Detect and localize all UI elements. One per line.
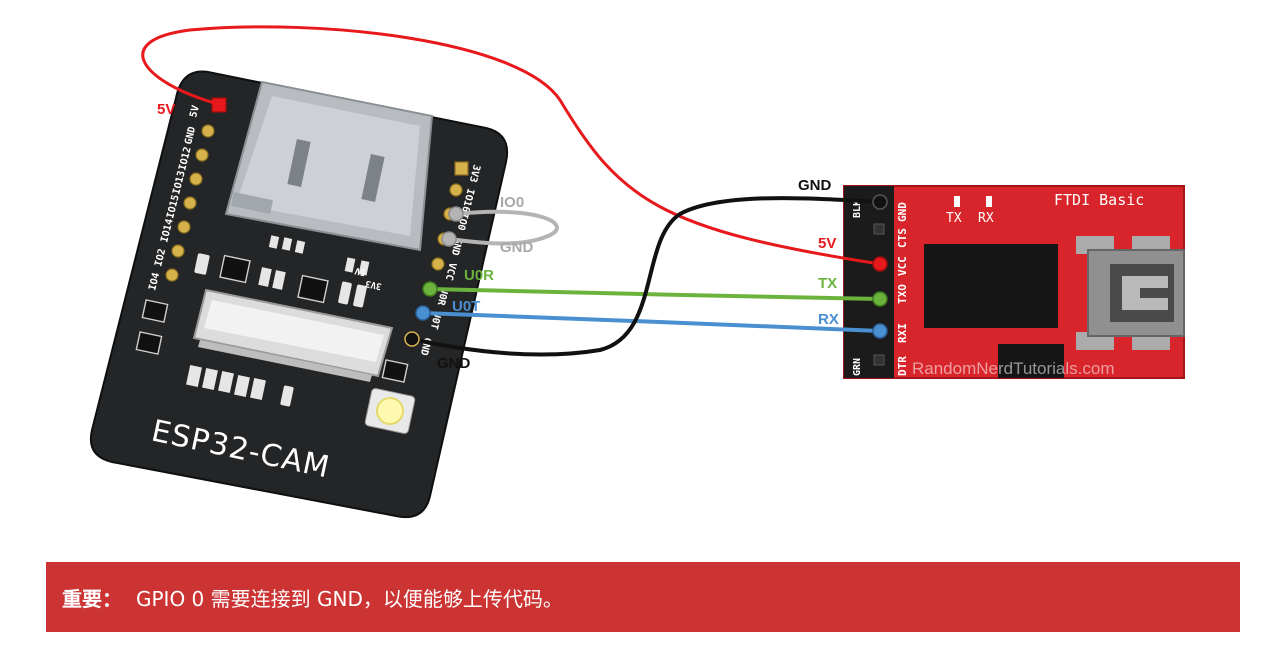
ftdi-watermark: RandomNerdTutorials.com — [912, 359, 1115, 378]
label-gnd-gray: GND — [500, 239, 534, 256]
dot-ftdi-gnd — [872, 194, 888, 210]
ftdi-regulator — [998, 344, 1064, 378]
ftdi-side-labels: BLK GRN — [852, 200, 863, 376]
esp32-cam-board: 5V GND IO12 IO13 IO15 IO14 IO2 IO4 3V3 I… — [90, 70, 508, 518]
flash-led — [364, 388, 416, 434]
right-pin-label: 3V3 — [467, 163, 482, 183]
right-pin-label: U0R — [434, 286, 449, 307]
ftdi-pin-label: DTR — [896, 356, 909, 376]
wires — [141, 25, 882, 357]
ftdi-pin-label: GND — [896, 202, 909, 222]
reg-label-5v: 5V — [353, 265, 366, 277]
usb-connector — [1076, 236, 1185, 350]
label-tx: TX — [818, 275, 837, 292]
right-pin-label: VCC — [443, 261, 458, 281]
dot-ftdi-txo — [872, 291, 888, 307]
ftdi-header-pins — [873, 223, 885, 366]
ftdi-pin-label: VCC — [896, 256, 909, 276]
bottom-pads — [186, 364, 294, 407]
ftdi-board: BLK GRN GND CTS VCC TXO RXI DTR FTDI Bas… — [843, 185, 1185, 379]
ftdi-side-label-grn: GRN — [852, 358, 863, 376]
left-pin-label: 5V — [188, 104, 202, 118]
sd-card-slot — [224, 80, 434, 252]
label-u0r: U0R — [464, 267, 494, 284]
ftdi-side-label-blk: BLK — [852, 200, 863, 218]
ftdi-pin-label: CTS — [896, 228, 909, 248]
camera-connector — [192, 288, 394, 382]
left-pin-label: IO4 — [147, 272, 162, 292]
reg-label-3v3: 3V3 — [365, 278, 383, 291]
dot-esp-gnd-top — [441, 231, 457, 247]
wire-5v — [141, 25, 882, 266]
label-gnd-ftdi: GND — [798, 177, 832, 194]
ftdi-chip — [924, 244, 1058, 328]
dot-esp-u0t — [415, 305, 431, 321]
wire-gpio0-gnd — [447, 209, 559, 246]
wiring-diagram-svg: 5V GND IO12 IO13 IO15 IO14 IO2 IO4 3V3 I… — [90, 25, 1185, 518]
banner-strong-label: 重要： — [62, 586, 122, 611]
important-note-banner: 重要： GPIO 0 需要连接到 GND，以便能够上传代码。 — [46, 562, 1240, 632]
esp32-left-header — [165, 97, 227, 282]
ftdi-pin-labels: GND CTS VCC TXO RXI DTR — [896, 202, 909, 376]
ftdi-led-label-tx: TX — [946, 211, 962, 226]
regulator-labels: 5V 3V3 — [353, 265, 382, 291]
wiring-diagram: 5V GND IO12 IO13 IO15 IO14 IO2 IO4 3V3 I… — [90, 25, 1185, 518]
dot-ftdi-rxi — [872, 323, 888, 339]
smd-components — [194, 235, 370, 308]
left-pin-label: IO2 — [153, 248, 168, 268]
dot-ftdi-vcc — [872, 256, 888, 272]
ftdi-leds: TX RX — [946, 196, 994, 226]
ftdi-title: FTDI Basic — [1054, 191, 1144, 209]
ftdi-led-label-rx: RX — [978, 211, 994, 226]
dot-esp-gnd — [404, 331, 420, 347]
label-io0: IO0 — [500, 194, 524, 211]
ftdi-pin-label: RXI — [896, 323, 909, 343]
wire-u0t-rx — [421, 311, 882, 333]
ftdi-pin-label: TXO — [896, 284, 909, 304]
label-gnd-esp: GND — [437, 355, 471, 372]
left-pin-label: GND — [183, 126, 198, 146]
wire-gnd — [410, 196, 882, 357]
dot-esp-io0 — [448, 206, 464, 222]
label-rx: RX — [818, 311, 839, 328]
label-5v-esp: 5V — [157, 101, 175, 118]
wire-u0r-tx — [428, 287, 882, 301]
wire-endpoints — [404, 194, 888, 347]
label-u0t: U0T — [452, 298, 480, 315]
dot-esp-u0r — [422, 281, 438, 297]
wire-labels: 5V IO0 GND U0R U0T GND GND 5V TX RX — [157, 101, 839, 372]
banner-text: GPIO 0 需要连接到 GND，以便能够上传代码。 — [136, 586, 563, 611]
label-5v-ftdi: 5V — [818, 235, 836, 252]
